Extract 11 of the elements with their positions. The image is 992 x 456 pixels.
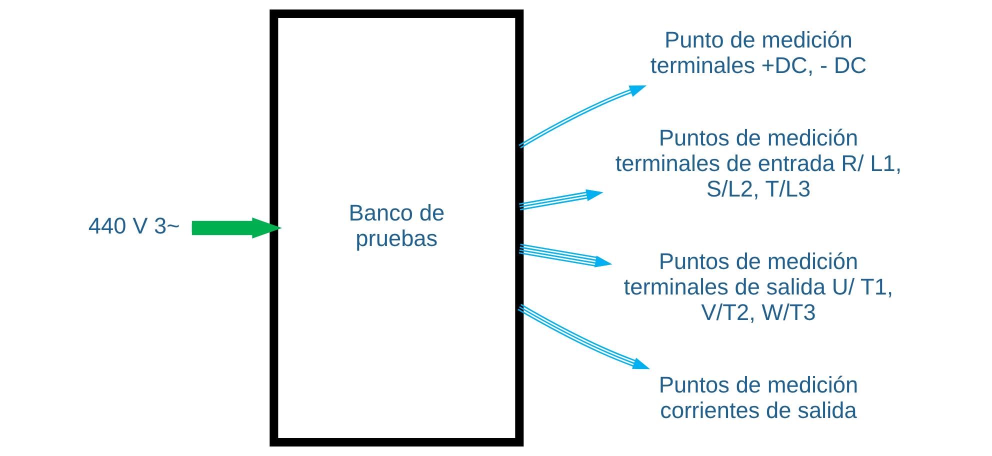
arrow (518, 304, 650, 370)
node-text: 440 V 3~ (88, 212, 180, 238)
arrow (192, 218, 282, 238)
node-text: Puntos de medición corrientes de salida (658, 371, 858, 423)
arrow (518, 244, 612, 268)
node-text: Puntos de medición terminales de entrada R/ L1, S/L2, T/L3 (615, 124, 902, 202)
node-text: Punto de medición terminales +DC, - DC (650, 26, 867, 78)
arrow (518, 85, 647, 148)
node-box: Banco de pruebas (270, 9, 524, 447)
node-text: Puntos de medición terminales de salida U/ T1, V/T2, W/T3 (624, 248, 894, 325)
arrow (519, 189, 604, 210)
